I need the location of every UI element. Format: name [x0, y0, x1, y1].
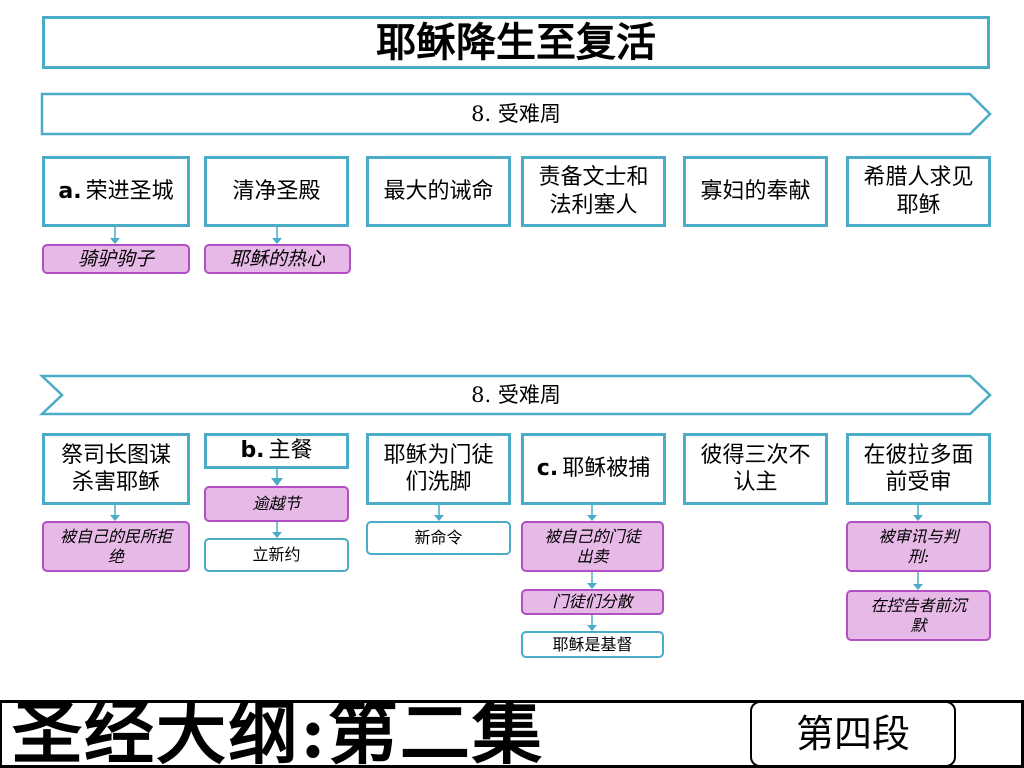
- node-peter-denies: 彼得三次不认主: [683, 433, 828, 505]
- sub-label: 被自己的门徒出卖: [544, 527, 641, 566]
- diagram-title: 耶稣降生至复活: [42, 16, 990, 69]
- node-greatest-commandment: 最大的诫命: [366, 156, 511, 227]
- sub-label: 新命令: [414, 528, 463, 548]
- node-label: 耶稣被捕: [562, 456, 651, 482]
- node-greeks-seek-jesus: 希腊人求见耶稣: [846, 156, 991, 227]
- sub-label: 被审讯与判刑:: [878, 527, 959, 566]
- sub-new-command: 新命令: [366, 521, 511, 555]
- banner-label-2: 8. 受难周: [471, 382, 561, 407]
- sub-silent: 在控告者前沉默: [846, 590, 991, 641]
- sub-new-covenant: 立新约: [204, 538, 349, 572]
- node-label: 主餐: [268, 438, 313, 464]
- node-label: 耶稣为门徒们洗脚: [383, 442, 494, 496]
- sub-label: 在控告者前沉默: [870, 596, 967, 635]
- node-label: 祭司长图谋杀害耶稣: [60, 442, 171, 496]
- node-rebuke-scribes: 责备文士和法利塞人: [521, 156, 666, 227]
- sub-betrayed: 被自己的门徒出卖: [521, 521, 664, 572]
- sub-tried: 被审讯与判刑:: [846, 521, 991, 572]
- node-triumphal-entry: a.荣进圣城: [42, 156, 190, 227]
- sub-label: 耶稣的热心: [229, 247, 325, 270]
- footer-right-edge: [1021, 700, 1024, 768]
- sub-scattered: 门徒们分散: [521, 589, 664, 615]
- node-widows-offering: 寡妇的奉献: [683, 156, 828, 227]
- node-prefix: b.: [240, 438, 265, 464]
- sub-label: 骑驴驹子: [77, 247, 154, 270]
- sub-is-christ: 耶稣是基督: [521, 631, 664, 658]
- sub-label: 被自己的民所拒绝: [59, 527, 172, 566]
- node-prefix: a.: [58, 178, 82, 204]
- sub-jesus-zeal: 耶稣的热心: [204, 244, 351, 274]
- node-label: 最大的诫命: [383, 178, 494, 204]
- footer-section-label: 第四段: [750, 701, 956, 767]
- sub-label: 耶稣是基督: [552, 634, 633, 654]
- sub-rejected: 被自己的民所拒绝: [42, 521, 190, 572]
- footer-left-edge: [0, 700, 2, 768]
- footer-section-text: 第四段: [795, 712, 910, 756]
- sub-label: 门徒们分散: [552, 592, 633, 612]
- footer-bar: [0, 700, 1024, 768]
- sub-passover: 逾越节: [204, 486, 349, 522]
- node-washing-feet: 耶稣为门徒们洗脚: [366, 433, 511, 505]
- node-lords-supper: b.主餐: [204, 433, 349, 469]
- footer-title-area: 圣经大纲:第二集: [0, 700, 740, 768]
- node-label: 彼得三次不认主: [700, 442, 811, 496]
- node-trial-pilate: 在彼拉多面前受审: [846, 433, 991, 505]
- node-plot-to-kill: 祭司长图谋杀害耶稣: [42, 433, 190, 505]
- sub-label: 立新约: [252, 545, 301, 565]
- node-prefix: c.: [536, 456, 559, 482]
- diagram-title-text: 耶稣降生至复活: [376, 18, 656, 66]
- node-label: 在彼拉多面前受审: [863, 442, 974, 496]
- node-label: 清净圣殿: [232, 178, 321, 204]
- banner-label-1: 8. 受难周: [471, 101, 561, 126]
- node-label: 责备文士和法利塞人: [538, 165, 649, 218]
- node-cleansing-temple: 清净圣殿: [204, 156, 349, 227]
- node-label: 荣进圣城: [85, 178, 174, 204]
- node-arrest: c.耶稣被捕: [521, 433, 666, 505]
- node-label: 寡妇的奉献: [700, 178, 811, 204]
- node-label: 希腊人求见耶稣: [863, 165, 974, 218]
- sub-label: 逾越节: [252, 494, 301, 514]
- footer-title: 圣经大纲:第二集: [12, 700, 544, 768]
- sub-riding-donkey: 骑驴驹子: [42, 244, 190, 274]
